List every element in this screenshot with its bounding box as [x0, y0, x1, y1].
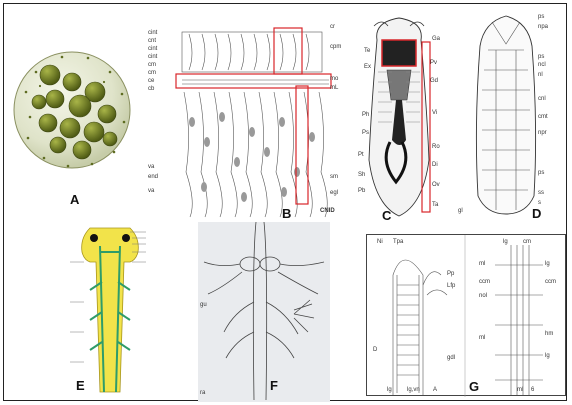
diagram-g-illustration [367, 235, 567, 397]
panel-d-worm-outline: ps npa ps ncl nl cnl cmt npr ps ss s gl … [456, 10, 562, 224]
annot-c-8: Di [432, 162, 438, 168]
annot-g-14: lg [545, 261, 550, 267]
annot-d-0: ps [538, 14, 544, 20]
annot-d-1: npa [538, 24, 548, 30]
annot-d-6: cmt [538, 114, 548, 120]
annot-d-7: npr [538, 130, 547, 136]
annot-g-5: gdl [447, 355, 455, 361]
panel-g-diagram: Ni Tpa Pp Lfp D gdl lg lg,vn A lg cm ml … [366, 234, 566, 396]
annot-g-20: 6 [531, 387, 534, 393]
annot-g-2: Pp [447, 271, 454, 277]
annot-g-3: Lfp [447, 283, 455, 289]
annot-g-18: lg [545, 353, 550, 359]
annot-b-7: cb [148, 86, 154, 92]
annot-f-1: ra [200, 390, 205, 396]
panel-e-label: E [76, 378, 85, 393]
annot-g-16: hm [545, 331, 553, 337]
annot-b-16: egl [330, 190, 338, 196]
annot-c-10: Sh [358, 172, 365, 178]
annot-b-5: cm [148, 70, 156, 76]
annot-g-10: cm [523, 239, 531, 245]
annot-b-13: mo [330, 76, 338, 82]
panel-b-label: B [282, 206, 291, 221]
annot-g-6: lg [387, 387, 392, 393]
annot-b-9: end [148, 174, 158, 180]
panel-c-label: C [382, 208, 391, 223]
annot-c-9: Pt [358, 152, 364, 158]
annot-d-5: cnl [538, 96, 546, 102]
annot-c-1: Ex [364, 64, 371, 70]
annot-c-0: Te [364, 48, 370, 54]
annot-b-15: sm [330, 174, 338, 180]
annot-d-9: ss [538, 190, 544, 196]
annot-g-4: D [373, 347, 377, 353]
annot-d-3: ncl [538, 62, 546, 68]
annot-g-9: lg [503, 239, 508, 245]
annot-d-8: ps [538, 170, 544, 176]
annot-b-0: cint [148, 30, 157, 36]
panel-f-sketch: gu ra F [198, 222, 330, 402]
nervous-system-illustration [60, 222, 160, 400]
panel-d-label: D [532, 206, 541, 221]
annot-b-6: ce [148, 78, 154, 84]
annot-b-10: va [148, 188, 154, 194]
annot-b-8: va [148, 164, 154, 170]
annot-c-5: Gd [430, 78, 438, 84]
annot-c-13: Ta [432, 202, 438, 208]
annot-c-3: Ps [362, 130, 369, 136]
annot-c-2: Ph [362, 112, 369, 118]
annot-d-2: ps [538, 54, 544, 60]
annot-b-3: cint [148, 54, 157, 60]
volvox-illustration [10, 42, 140, 177]
annot-g-11: ml [479, 261, 485, 267]
annot-c-6: Vi [432, 110, 437, 116]
annot-b-14: mL [330, 85, 338, 91]
annot-g-19: ml [517, 387, 523, 393]
panel-e-nervous-system: E [60, 222, 160, 400]
annot-g-8: A [433, 387, 437, 393]
sketch-illustration [198, 222, 330, 402]
annot-g-15: ccm [545, 279, 556, 285]
panel-g-label: G [469, 379, 479, 394]
annot-g-1: Tpa [393, 239, 403, 245]
annot-c-11: Pb [358, 188, 365, 194]
panel-a-volvox: A [10, 42, 140, 177]
annot-f-0: gu [200, 302, 207, 308]
annot-c-14: Ga [432, 36, 440, 42]
annot-g-17: ml [479, 335, 485, 341]
histology-illustration [144, 22, 342, 222]
annot-b-12: cpm [330, 44, 341, 50]
panel-c-flatworm: Te Ex Ph Ps Pv Gd Vi Ro Di Pt Sh Pb Ov T… [352, 12, 446, 224]
panel-f-label: F [270, 378, 278, 393]
flatworm-illustration [352, 12, 446, 224]
panel-b-histology: cint cnt cint cint cm cm ce cb va end va… [144, 22, 342, 222]
figure-frame: A cint cnt [3, 3, 567, 401]
annot-g-7: lg,vn [407, 387, 420, 393]
annot-g-13: nol [479, 293, 487, 299]
annot-b-17: CNID [320, 208, 335, 214]
annot-g-0: Ni [377, 239, 383, 245]
panel-a-label: A [70, 192, 79, 207]
annot-c-12: Ov [432, 182, 440, 188]
annot-c-4: Pv [430, 60, 437, 66]
annot-g-12: ccm [479, 279, 490, 285]
annot-b-1: cnt [148, 38, 156, 44]
annot-b-2: cint [148, 46, 157, 52]
annot-b-4: cm [148, 62, 156, 68]
annot-c-7: Ro [432, 144, 440, 150]
annot-d-11: gl [458, 208, 463, 214]
annot-b-11: cr [330, 24, 335, 30]
annot-d-4: nl [538, 72, 543, 78]
